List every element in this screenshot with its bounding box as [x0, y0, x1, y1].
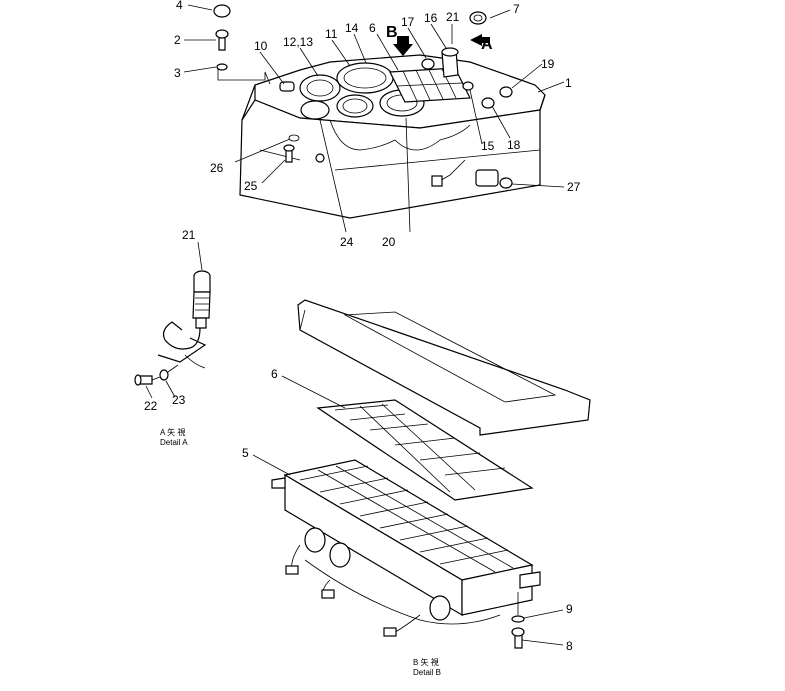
detail-b-caption: Detail B	[413, 668, 441, 677]
callout-22: 22	[144, 399, 158, 413]
detail-a-caption: Detail A	[160, 438, 188, 447]
callout-6-detail: 6	[271, 367, 278, 381]
detail-captions: A 矢 視 Detail A B 矢 視 Detail B	[160, 427, 441, 677]
callout-12-13: 12,13	[283, 35, 313, 49]
knob-15	[462, 81, 474, 91]
callout-view-b: B	[386, 24, 398, 41]
callout-10: 10	[254, 39, 268, 53]
detail-a-key-switch	[134, 270, 211, 386]
washer-3	[216, 63, 228, 71]
view-arrow-b	[393, 36, 413, 56]
gauge-24	[300, 100, 330, 120]
leader-lines	[145, 4, 565, 646]
callout-19: 19	[541, 57, 555, 71]
knob-17	[421, 58, 435, 70]
callout-21-top: 21	[446, 10, 460, 24]
callout-20: 20	[382, 235, 396, 249]
lamp-27	[475, 169, 499, 187]
gauge-11-14	[336, 62, 394, 94]
callout-4: 4	[176, 0, 183, 12]
detail-b-lamp-housing	[271, 299, 591, 649]
callout-7: 7	[513, 2, 520, 16]
callout-1: 1	[565, 76, 572, 90]
cap-4	[213, 4, 231, 18]
gauge-12-13	[299, 74, 341, 102]
view-arrow-a	[470, 34, 490, 46]
callout-23: 23	[172, 393, 186, 407]
washer-23	[159, 369, 169, 381]
callout-16: 16	[424, 11, 438, 25]
callout-11: 11	[325, 27, 338, 41]
knob-18	[481, 97, 495, 109]
detail-b-caption-top: B 矢 視	[413, 657, 439, 667]
callout-25: 25	[244, 179, 258, 193]
fastener-stack-left	[213, 4, 271, 85]
cap-10	[279, 81, 295, 92]
callout-15: 15	[481, 139, 495, 153]
bolt-25	[285, 149, 293, 163]
nut-7	[469, 11, 487, 25]
gasket-6	[316, 399, 534, 501]
cover-plate	[297, 299, 591, 436]
callout-5: 5	[242, 446, 249, 460]
knob-19	[499, 86, 513, 98]
callout-21-detail: 21	[182, 228, 196, 242]
callout-8: 8	[566, 639, 573, 653]
washer-9	[511, 615, 525, 623]
plug-24	[315, 153, 325, 163]
callout-26: 26	[210, 161, 224, 175]
callout-view-a: A	[481, 36, 493, 53]
callout-18: 18	[507, 138, 521, 152]
washer-26	[288, 134, 300, 142]
callout-3: 3	[174, 66, 181, 80]
callout-6-top: 6	[369, 21, 376, 35]
callout-27: 27	[567, 180, 581, 194]
detail-a-caption-top: A 矢 視	[160, 427, 185, 437]
callout-17: 17	[401, 15, 415, 29]
gauge-center	[336, 94, 374, 118]
callout-labels: 4 2 3 10 12,13 11 14 6 B 17 16 21 A 7 19…	[144, 0, 581, 653]
instrument-panel-assembly	[239, 47, 546, 219]
callout-9: 9	[566, 602, 573, 616]
callout-14: 14	[345, 21, 359, 35]
callout-2: 2	[174, 33, 181, 47]
callout-24: 24	[340, 235, 354, 249]
